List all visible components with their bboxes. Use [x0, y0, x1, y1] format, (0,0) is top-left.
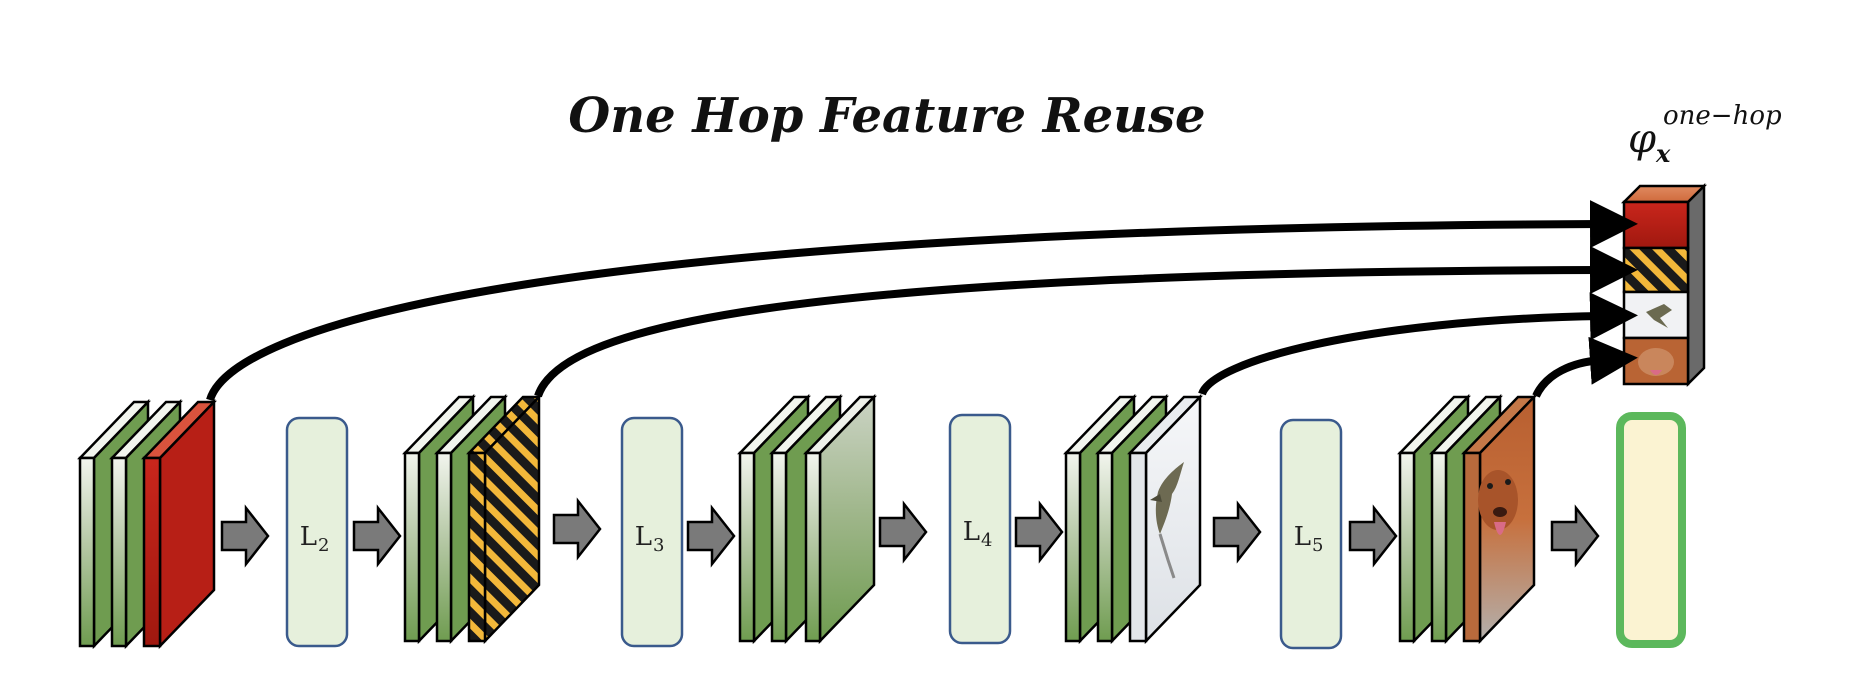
- red-feature-top: [1620, 184, 1708, 204]
- layer-subscript: 5: [1312, 535, 1323, 556]
- bird-feature-segment: [1622, 290, 1690, 340]
- skip-connection-arrow: [1532, 336, 1638, 398]
- feature-stack-4: [1063, 393, 1203, 645]
- bird-image-slab: [1127, 393, 1203, 645]
- flow-arrow: [686, 504, 736, 568]
- phi-superscript: one−hop: [1663, 101, 1782, 131]
- layer-block-l5: L 5: [1279, 418, 1343, 650]
- dog-icon: [1478, 470, 1518, 535]
- layer-block-l2: L 2: [285, 416, 349, 648]
- layer-label: L: [1294, 522, 1311, 552]
- bird-icon: [1150, 462, 1184, 579]
- phi-subscript: x: [1655, 139, 1671, 168]
- flow-arrow: [352, 504, 402, 568]
- skip-connection-arrow: [206, 200, 1638, 402]
- layer-block-l4: L 4: [948, 413, 1012, 645]
- layer-subscript: 2: [318, 535, 329, 556]
- flow-arrow: [220, 504, 270, 568]
- skip-connection-arrow: [1198, 292, 1638, 396]
- flow-arrow: [878, 500, 928, 564]
- layer-subscript: 3: [653, 535, 664, 556]
- red-feature-slab: [141, 398, 217, 650]
- skip-connection-arrow: [534, 246, 1638, 398]
- layer-subscript: 4: [981, 530, 992, 551]
- layer-label: L: [963, 517, 980, 547]
- striped-feature-segment: [1622, 246, 1690, 294]
- flow-arrow: [1014, 500, 1064, 564]
- concatenated-feature-vector: [1620, 182, 1708, 388]
- flow-arrow: [1348, 504, 1398, 568]
- feature-stack-2: [402, 393, 542, 645]
- layer-block-l3: L 3: [620, 416, 684, 648]
- red-feature-segment: [1622, 200, 1690, 250]
- phi-symbol: φ: [1628, 116, 1656, 162]
- feature-slab: [803, 393, 877, 645]
- dog-feature-segment: [1622, 336, 1690, 386]
- dog-image-slab: [1461, 393, 1537, 645]
- striped-feature-slab: [466, 393, 542, 645]
- feature-stack-1: [77, 398, 217, 650]
- output-feature-label: φ x one−hop: [1628, 101, 1782, 168]
- feature-stack-5: [1397, 393, 1537, 645]
- layer-label: L: [635, 522, 652, 552]
- output-block: [1616, 412, 1686, 648]
- flow-arrow: [1212, 500, 1262, 564]
- flow-arrow: [1550, 504, 1600, 568]
- layer-label: L: [300, 522, 317, 552]
- flow-arrow: [552, 497, 602, 561]
- diagram-title: One Hop Feature Reuse: [568, 88, 1205, 144]
- feature-stack-3: [737, 393, 877, 645]
